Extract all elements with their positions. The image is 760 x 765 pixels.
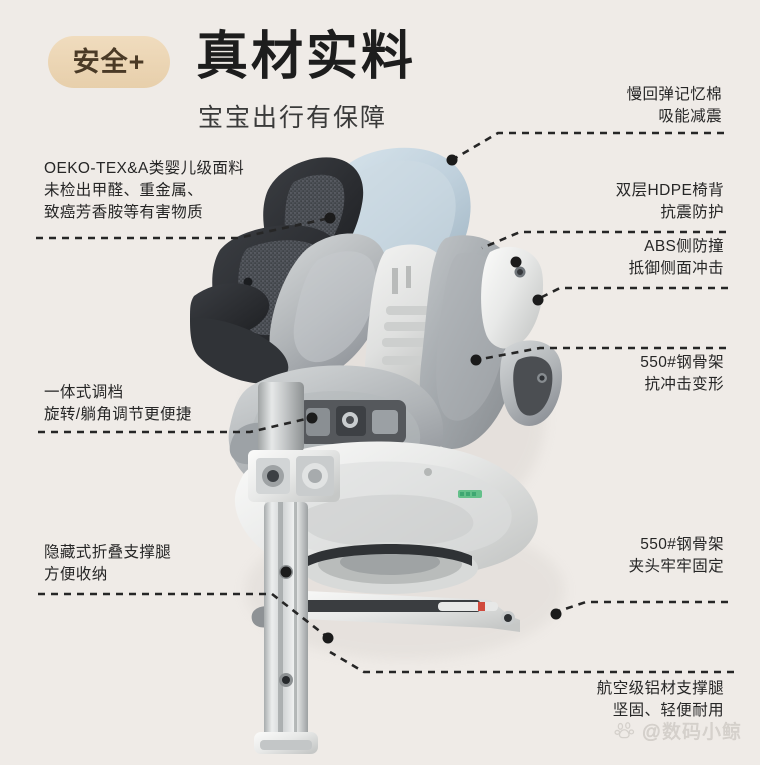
callout-line: OEKO-TEX&A类婴儿级面料 <box>44 160 245 177</box>
callout-line: 航空级铝材支撑腿 <box>596 680 724 697</box>
abs-side-guard-part <box>500 340 562 426</box>
car-seat-exploded-svg <box>190 147 565 754</box>
callout-line: ABS侧防撞 <box>644 238 724 255</box>
callout-line: 慢回弹记忆棉 <box>626 86 722 103</box>
callout-line: 方便收纳 <box>44 566 108 583</box>
baidu-paw-icon <box>614 721 634 738</box>
side-impact-pod-part <box>481 246 544 349</box>
callout-line: 抗冲击变形 <box>644 376 724 393</box>
callout-hdpe-backrest: 双层HDPE椅背 抗震防护 <box>616 180 724 224</box>
callout-aluminum-leg: 航空级铝材支撑腿 坚固、轻便耐用 <box>597 678 724 722</box>
callout-line: 未检出甲醛、重金属、 <box>44 182 204 199</box>
callout-one-piece-adjust: 一体式调档 旋转/躺角调节更便捷 <box>44 382 192 426</box>
seat-cushion-part <box>269 233 389 383</box>
page-header: 安全+ 真材实料 宝宝出行有保障 <box>0 0 760 150</box>
watermark-text: @数码小鲸 <box>641 722 742 744</box>
callout-line: 旋转/躺角调节更便捷 <box>44 406 192 423</box>
callout-line: 隐藏式折叠支撑腿 <box>44 544 172 561</box>
page-subtitle: 宝宝出行有保障 <box>198 104 388 132</box>
callout-steel-frame-clamp: 550#钢骨架 夹头牢牢固定 <box>629 534 724 578</box>
watermark: @数码小鲸 <box>614 717 742 744</box>
callout-fabric: OEKO-TEX&A类婴儿级面料 未检出甲醛、重金属、 致癌芳香胺等有害物质 <box>44 158 244 224</box>
callout-line: 550#钢骨架 <box>640 536 724 553</box>
callout-line: 一体式调档 <box>44 384 124 401</box>
armrest-part <box>190 283 289 384</box>
callout-abs-side-impact: ABS侧防撞 抵御侧面冲击 <box>629 236 724 280</box>
callout-line: 抵御侧面冲击 <box>628 260 724 277</box>
callout-line: 双层HDPE椅背 <box>615 182 724 199</box>
callout-memory-foam: 慢回弹记忆棉 吸能减震 <box>627 84 722 128</box>
callout-line: 抗震防护 <box>660 204 724 221</box>
callout-line: 致癌芳香胺等有害物质 <box>44 204 204 221</box>
callout-hidden-support-leg: 隐藏式折叠支撑腿 方便收纳 <box>44 542 171 586</box>
page-title: 真材实料 <box>196 28 417 86</box>
callout-line: 夹头牢牢固定 <box>628 558 724 575</box>
callout-line: 坚固、轻便耐用 <box>612 702 724 719</box>
swivel-plate-part <box>302 542 478 594</box>
callout-line: 吸能减震 <box>658 108 722 125</box>
safety-badge-label: 安全+ <box>72 46 146 77</box>
safety-badge: 安全+ <box>48 36 170 88</box>
product-illustration <box>190 120 590 760</box>
callout-line: 550#钢骨架 <box>640 354 724 371</box>
callout-steel-frame-550: 550#钢骨架 抗冲击变形 <box>640 352 724 396</box>
